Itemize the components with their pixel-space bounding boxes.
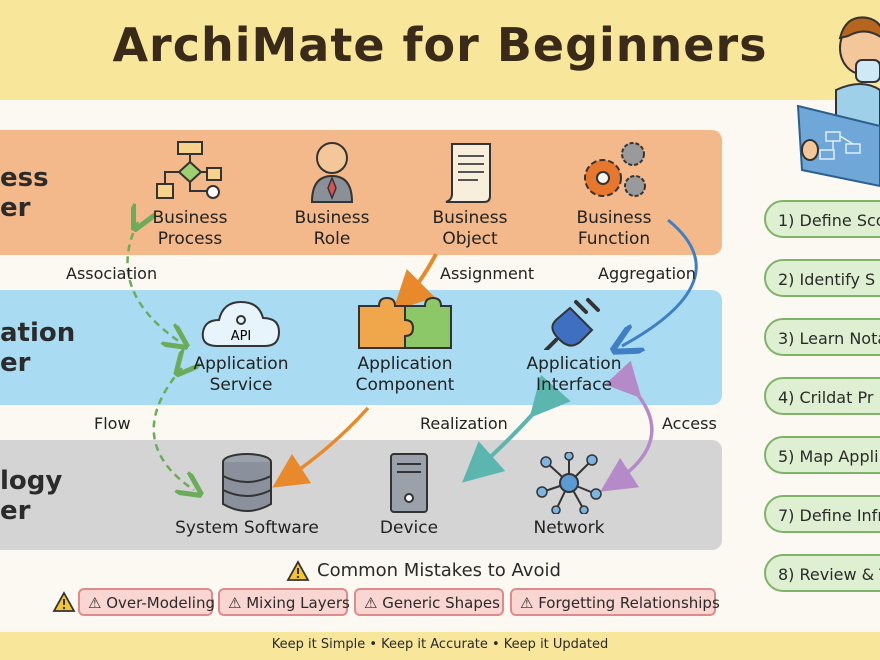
step-define-scope: 1) Define Sco (764, 200, 880, 238)
page-title: ArchiMate for Beginners (112, 18, 768, 72)
aggregation-label: Aggregation (598, 264, 696, 283)
warning-icon (52, 591, 76, 612)
application-layer-label-line1: ation (0, 318, 76, 348)
device-element: Device (334, 452, 484, 539)
mistake-mixing-layers-label: Mixing Layers (246, 594, 350, 612)
step-learn-notation: 3) Learn Nota (764, 318, 880, 356)
association-label: Association (66, 264, 158, 283)
device-label: Device (379, 518, 439, 538)
application-layer-label: ation er (0, 318, 75, 378)
application-interface-label-line1: Application (526, 354, 622, 374)
business-layer-label-line1: ess (0, 163, 49, 193)
network-hub-icon (536, 452, 602, 514)
warning-icon: ⚠ (228, 594, 247, 612)
application-service-label-line1: Application (193, 354, 289, 374)
business-function-element: Business Function (539, 140, 689, 250)
business-process-label-line1: Business (152, 208, 228, 228)
realization-arrow (272, 406, 370, 488)
footer-text: Keep it Simple • Keep it Accurate • Keep… (271, 637, 609, 652)
application-component-label-line1: Application (357, 354, 453, 374)
plug-icon (544, 298, 600, 350)
application-component-label-line2: Component (355, 375, 455, 395)
business-function-label-line1: Business (576, 208, 652, 228)
flow-label: Flow (94, 414, 131, 433)
cloud-api-icon: API (201, 300, 281, 347)
mistakes-title: Common Mistakes to Avoid (317, 560, 561, 581)
step-review: 8) Review & T (764, 554, 880, 592)
warning-icon: ⚠ (364, 594, 383, 612)
business-layer-label-line2: er (0, 193, 31, 223)
puzzle-icon (358, 296, 452, 349)
business-layer-label: ess er (0, 163, 49, 223)
footer-band (0, 632, 880, 660)
application-component-element: Application Component (330, 296, 480, 396)
business-process-label-line2: Process (157, 229, 223, 249)
engineer-illustration (796, 16, 880, 188)
application-service-label-line2: Service (209, 375, 273, 395)
realization-bidirectional-arrow (462, 374, 571, 483)
access-label: Access (662, 414, 717, 433)
technology-layer-label: logy er (0, 466, 62, 526)
technology-layer-label-line2: er (0, 496, 31, 526)
warning-icon: ⚠ (88, 594, 107, 612)
step-define-infrastructure: 7) Define Infr (764, 495, 880, 533)
mistake-generic-shapes: ⚠ Generic Shapes (354, 588, 504, 616)
business-role-element: Business Role (257, 140, 407, 250)
application-layer-label-line2: er (0, 348, 31, 378)
application-interface-label-line2: Interface (535, 375, 613, 395)
warning-icon (286, 560, 310, 581)
business-role-label-line1: Business (294, 208, 370, 228)
title-band (0, 0, 880, 100)
mistake-mixing-layers: ⚠ Mixing Layers (218, 588, 350, 616)
technology-layer-label-line1: logy (0, 466, 63, 496)
mistake-forgetting-relationships-label: Forgetting Relationships (538, 594, 720, 612)
business-object-label-line2: Object (442, 229, 498, 249)
business-process-element: Business Process (115, 140, 265, 250)
association-arrow (126, 222, 180, 342)
assignment-label: Assignment (440, 264, 535, 283)
api-text: API (231, 329, 252, 344)
mistake-generic-shapes-label: Generic Shapes (382, 594, 500, 612)
aggregation-arrow (622, 218, 698, 346)
flow-arrow (152, 368, 194, 490)
access-arrow (600, 360, 654, 492)
warning-icon: ⚠ (520, 594, 539, 612)
system-software-element: System Software (172, 452, 322, 539)
application-interface-element: Application Interface (499, 296, 649, 396)
business-function-label-line2: Function (577, 229, 651, 249)
business-object-label-line1: Business (432, 208, 508, 228)
system-software-label: System Software (175, 518, 319, 538)
step-identify: 2) Identify S (764, 259, 880, 297)
server-tower-icon (390, 453, 428, 513)
database-icon (222, 453, 272, 512)
business-object-element: Business Object (395, 140, 545, 250)
network-element: Network (494, 452, 644, 539)
assignment-arrow (392, 253, 438, 312)
application-service-element: API Application Service (166, 296, 316, 396)
gears-icon (584, 142, 646, 197)
flowchart-icon (156, 141, 222, 199)
mistake-over-modeling-label: Over-Modeling (106, 594, 215, 612)
mistake-over-modeling: ⚠ Over-Modeling (78, 588, 215, 616)
document-scroll-icon (445, 143, 491, 203)
realization-label: Realization (420, 414, 508, 433)
mistake-forgetting-relationships: ⚠ Forgetting Relationships (510, 588, 720, 616)
person-icon (310, 142, 354, 203)
network-label: Network (533, 518, 605, 538)
step-four: 4) Crildat Pr (764, 377, 880, 415)
business-role-label-line2: Role (313, 229, 351, 249)
step-map-applications: 5) Map Appli (764, 436, 880, 474)
